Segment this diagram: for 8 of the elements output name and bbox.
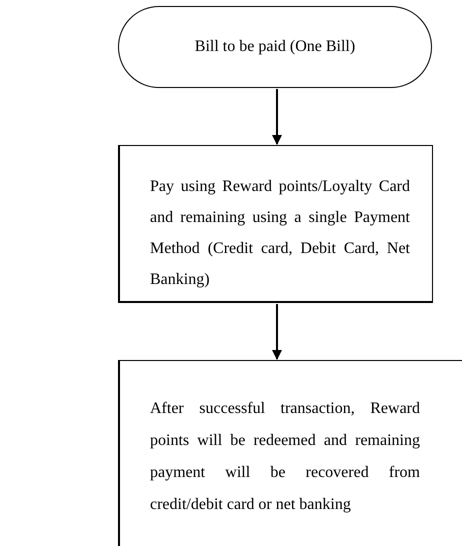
step-text: After successful transaction, Reward points will be redeemed and remaining payment will be recovered from credit/debit card or net banking [150,399,420,515]
arrow [272,89,282,145]
process-box [118,145,433,303]
terminal-shape [118,6,432,88]
arrow [272,304,282,360]
step-text: Bill to be paid (One Bill) [194,38,356,56]
process-box [118,360,462,546]
step-text: Pay using Reward points/Loyalty Card and remaining using a single Payment Method (Credit card, Debit Card, Net Banking) [150,177,410,290]
